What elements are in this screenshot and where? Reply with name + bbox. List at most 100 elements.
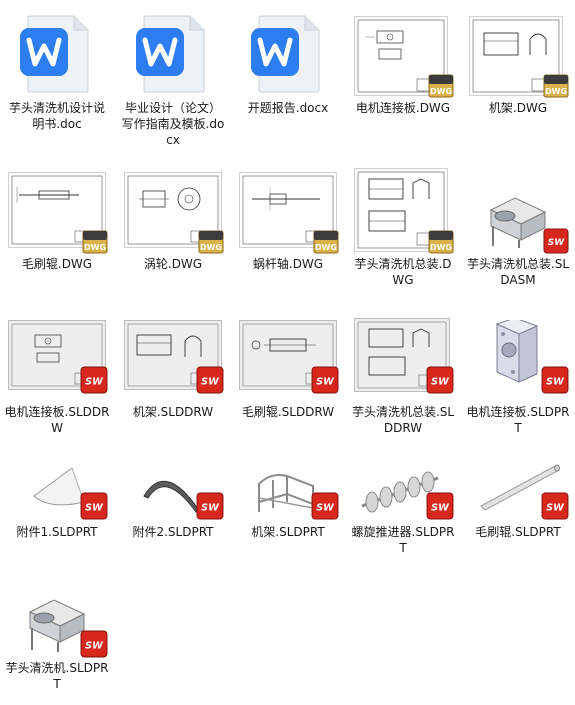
solidworks-icon: SW	[311, 366, 339, 394]
solidworks-icon: SW	[80, 630, 108, 658]
solidworks-icon: SW	[541, 492, 569, 520]
washer-machine-model-preview	[28, 599, 86, 652]
file-thumbnail: SW	[348, 312, 458, 404]
file-name: 毛刷辊.SLDPRT	[475, 525, 561, 539]
file-thumbnail: SW	[2, 572, 112, 660]
file-item[interactable]: SW 电机连接板.SLDDRW	[2, 312, 112, 436]
screw-conveyor-preview	[361, 471, 439, 513]
file-item[interactable]: DWG 涡轮.DWG	[118, 164, 228, 272]
sw-badge-text: SW	[431, 376, 450, 387]
curved-plate-preview	[143, 480, 201, 513]
file-name: 涡轮.DWG	[143, 257, 203, 271]
file-item[interactable]: DWG 电机连接板.DWG	[348, 8, 458, 116]
file-name: 毛刷辊.DWG	[21, 257, 93, 271]
file-thumbnail: SW	[118, 440, 228, 524]
file-item[interactable]: DWG 蜗杆轴.DWG	[233, 164, 343, 272]
file-thumbnail: SW	[348, 440, 458, 524]
file-thumbnail: DWG	[348, 8, 458, 100]
file-thumbnail: SW	[2, 440, 112, 524]
dwg-drawing-icon: DWG	[313, 230, 339, 254]
file-thumbnail: SW	[233, 312, 343, 404]
file-name: 毛刷辊.SLDDRW	[241, 405, 335, 419]
dwg-drawing-icon: DWG	[428, 74, 454, 98]
sw-badge-text: SW	[201, 502, 220, 513]
solidworks-icon: SW	[426, 366, 454, 394]
file-name: 毕业设计（论文）写作指南及模板.docx	[121, 101, 225, 147]
file-thumbnail: SW	[463, 440, 573, 524]
solidworks-icon: SW	[196, 366, 224, 394]
frame-model-preview	[258, 474, 314, 514]
file-thumbnail: SW	[118, 312, 228, 404]
file-item[interactable]: SW 附件1.SLDPRT	[2, 440, 112, 540]
file-name: 附件1.SLDPRT	[16, 525, 98, 539]
solidworks-icon: SW	[80, 366, 108, 394]
file-item[interactable]: DWG 毛刷辊.DWG	[2, 164, 112, 272]
sw-badge-text: SW	[85, 640, 104, 651]
file-name: 开题报告.docx	[247, 101, 329, 115]
file-name: 电机连接板.SLDPRT	[466, 405, 570, 435]
solidworks-icon: SW	[541, 366, 569, 394]
dwg-badge-text: DWG	[430, 243, 452, 252]
solidworks-icon: SW	[311, 492, 339, 520]
file-name: 机架.SLDDRW	[132, 405, 214, 419]
bracket-model-preview	[495, 320, 539, 383]
dwg-badge-text: DWG	[84, 243, 106, 252]
drawing-lines	[11, 323, 103, 387]
sw-badge-text: SW	[201, 376, 220, 387]
file-name: 附件2.SLDPRT	[132, 525, 214, 539]
dwg-badge-text: DWG	[315, 243, 337, 252]
file-thumbnail: DWG	[2, 164, 112, 256]
file-item[interactable]: 毕业设计（论文）写作指南及模板.docx	[118, 8, 228, 148]
wps-writer-doc-icon	[136, 15, 205, 93]
file-name: 机架.SLDPRT	[251, 525, 325, 539]
file-item[interactable]: SW 芋头清洗机总装.SLDASM	[463, 164, 573, 288]
file-thumbnail: SW	[463, 312, 573, 404]
sw-badge-text: SW	[431, 502, 450, 513]
file-thumbnail: DWG	[348, 164, 458, 256]
brush-roller-preview	[480, 464, 560, 511]
file-item[interactable]: SW 毛刷辊.SLDDRW	[233, 312, 343, 420]
sw-badge-text: SW	[546, 376, 565, 387]
file-item[interactable]: DWG 芋头清洗机总装.DWG	[348, 164, 458, 288]
file-item[interactable]: 开题报告.docx	[233, 8, 343, 116]
file-thumbnail: SW	[2, 312, 112, 404]
file-item[interactable]: SW 附件2.SLDPRT	[118, 440, 228, 540]
file-name: 芋头清洗机设计说明书.doc	[8, 101, 105, 131]
file-item[interactable]: SW 机架.SLDPRT	[233, 440, 343, 540]
file-thumbnail	[118, 8, 228, 100]
solidworks-icon: SW	[543, 228, 569, 254]
file-thumbnail	[2, 8, 112, 100]
wps-writer-doc-icon	[20, 15, 89, 93]
file-name: 蜗杆轴.DWG	[252, 257, 324, 271]
file-name: 芋头清洗机总装.SLDASM	[466, 257, 570, 287]
file-thumbnail	[233, 8, 343, 100]
wps-writer-doc-icon	[251, 15, 320, 93]
file-thumbnail: DWG	[463, 8, 573, 100]
file-name: 机架.DWG	[488, 101, 548, 115]
dwg-drawing-icon: DWG	[428, 230, 454, 254]
file-item[interactable]: DWG 机架.DWG	[463, 8, 573, 116]
dwg-drawing-icon: DWG	[198, 230, 224, 254]
file-thumbnail: DWG	[233, 164, 343, 256]
drawing-preview	[239, 320, 337, 390]
file-name: 电机连接板.SLDDRW	[4, 405, 110, 435]
sw-badge-text: SW	[316, 376, 335, 387]
file-thumbnail: SW	[463, 164, 573, 256]
file-item[interactable]: SW 芋头清洗机.SLDPRT	[2, 572, 112, 692]
solidworks-icon: SW	[426, 492, 454, 520]
dwg-drawing-icon: DWG	[543, 74, 569, 98]
file-item[interactable]: SW 机架.SLDDRW	[118, 312, 228, 420]
drawing-lines	[127, 323, 219, 387]
dwg-drawing-icon: DWG	[82, 230, 108, 254]
sw-badge-text: SW	[85, 376, 104, 387]
sw-badge-text: SW	[548, 238, 565, 248]
sw-badge-text: SW	[316, 502, 335, 513]
file-item[interactable]: 芋头清洗机设计说明书.doc	[2, 8, 112, 132]
assembly-model-preview	[489, 197, 547, 248]
file-item[interactable]: SW 螺旋推进器.SLDPRT	[348, 440, 458, 556]
file-name: 芋头清洗机总装.SLDDRW	[351, 405, 455, 435]
file-item[interactable]: SW 毛刷辊.SLDPRT	[463, 440, 573, 540]
file-item[interactable]: SW 芋头清洗机总装.SLDDRW	[348, 312, 458, 436]
drawing-lines	[357, 171, 445, 249]
file-item[interactable]: SW 电机连接板.SLDPRT	[463, 312, 573, 436]
